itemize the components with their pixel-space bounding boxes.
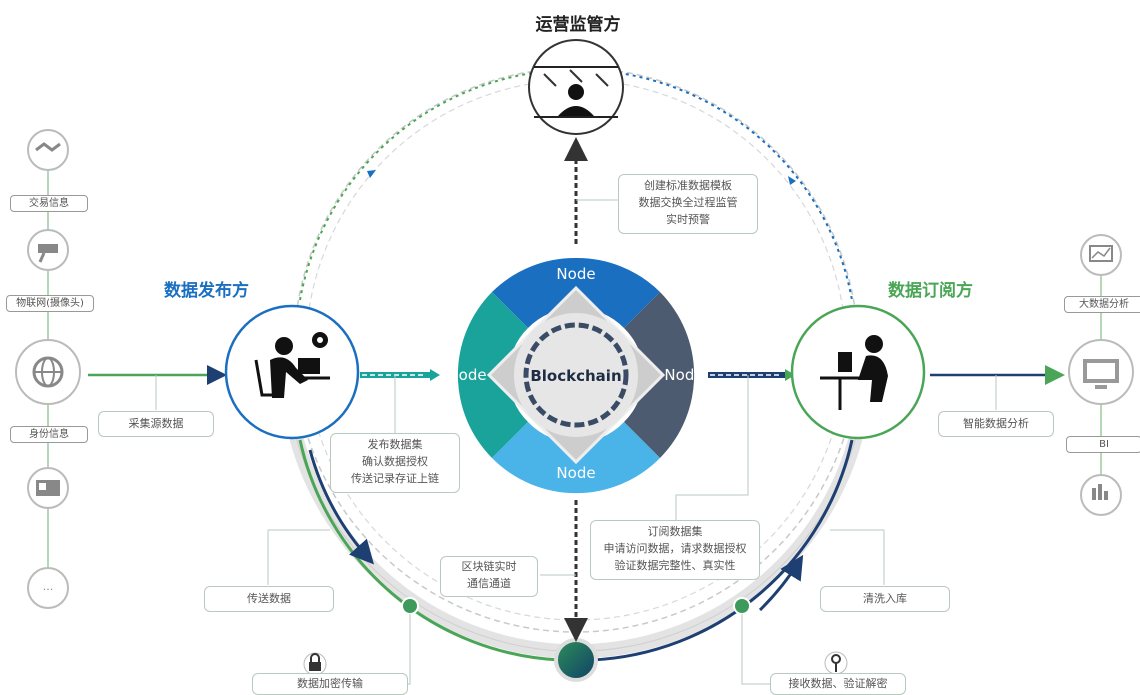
node-label-right: Node [664, 366, 703, 384]
decrypt-note: 接收数据、验证解密 [770, 673, 906, 695]
camera-icon [27, 229, 69, 271]
transfer-arc-right [591, 439, 854, 662]
more-icon [27, 567, 69, 609]
download-arc [611, 71, 853, 301]
gear-icon [312, 332, 328, 348]
node-label-bottom: Node [556, 464, 595, 482]
collect-note: 采集源数据 [98, 411, 214, 437]
bottom-node-ball [554, 638, 598, 682]
handshake-icon [27, 129, 69, 171]
analysis-note: 智能数据分析 [938, 411, 1054, 437]
decrypt-dot [733, 597, 751, 615]
publisher-notes: 发布数据集 确认数据授权 传送记录存证上链 [330, 433, 460, 493]
lock-icon [303, 652, 327, 676]
source-label-more: ... [42, 580, 54, 593]
subscriber-notes: 订阅数据集 申请访问数据，请求数据授权 验证数据完整性、真实性 [590, 520, 760, 580]
supervisor-title: 运营监管方 [535, 15, 621, 35]
chart-icon [1080, 234, 1122, 276]
source-label-trade: 交易信息 [10, 195, 88, 212]
globe-icon [15, 339, 81, 405]
source-label-iot: 物联网(摄像头) [6, 295, 94, 312]
id-card-icon [27, 467, 69, 509]
output-label-bi: BI [1066, 436, 1140, 453]
subscriber-node [790, 304, 926, 440]
bars-icon [1080, 474, 1122, 516]
transfer-note: 传送数据 [204, 586, 334, 612]
publisher-title: 数据发布方 [164, 281, 249, 301]
clean-note: 清洗入库 [820, 586, 950, 612]
supervisor-notes: 创建标准数据模板 数据交换全过程监管 实时预警 [618, 174, 758, 234]
encrypt-note: 数据加密传输 [252, 673, 408, 695]
encrypt-dot [401, 597, 419, 615]
monitor-icon [1068, 339, 1134, 405]
upload-arc [299, 71, 541, 301]
blockchain-title: Blockchain [530, 367, 621, 385]
supervisor-icon [543, 69, 609, 116]
output-label-bigdata: 大数据分析 [1064, 296, 1140, 313]
source-label-identity: 身份信息 [10, 426, 88, 443]
channel-note: 区块链实时 通信通道 [440, 556, 538, 597]
blockchain-core [514, 313, 638, 437]
publisher-person-icon [254, 337, 330, 398]
key-icon [824, 651, 848, 675]
transfer-arc-left [298, 439, 561, 662]
node-label-top: Node [556, 265, 595, 283]
subscriber-title: 数据订阅方 [888, 281, 973, 301]
subscriber-person-icon [820, 335, 888, 410]
node-label-left: Node [447, 366, 486, 384]
